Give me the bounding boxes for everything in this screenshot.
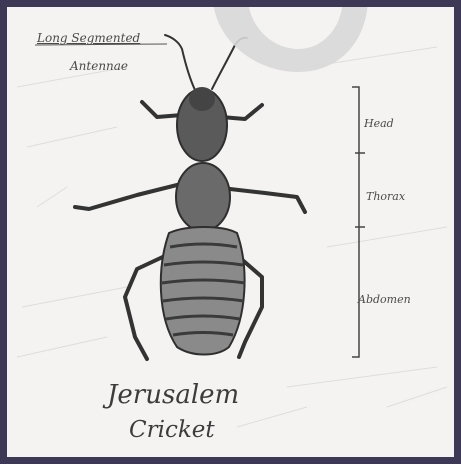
drawing-paper: Long Segmented Antennae Head Thorax Abdo… (7, 7, 454, 457)
logo-watermark-icon (193, 7, 383, 77)
thorax-label: Thorax (366, 190, 405, 203)
antennae-label-line2: Antennae (70, 59, 128, 73)
cricket-thorax (176, 163, 230, 231)
title-line1: Jerusalem (107, 380, 239, 410)
mid-left-leg (75, 185, 177, 209)
head-label: Head (364, 117, 394, 130)
abdomen-label: Abdomen (358, 293, 411, 306)
title-line2: Cricket (129, 417, 215, 443)
cricket-eye-area (189, 87, 215, 111)
bracket-main (352, 87, 359, 357)
left-antenna (165, 35, 195, 90)
front-left-leg (142, 102, 182, 117)
antennae-label-line1: Long Segmented (37, 31, 140, 45)
mid-right-leg (230, 189, 305, 212)
